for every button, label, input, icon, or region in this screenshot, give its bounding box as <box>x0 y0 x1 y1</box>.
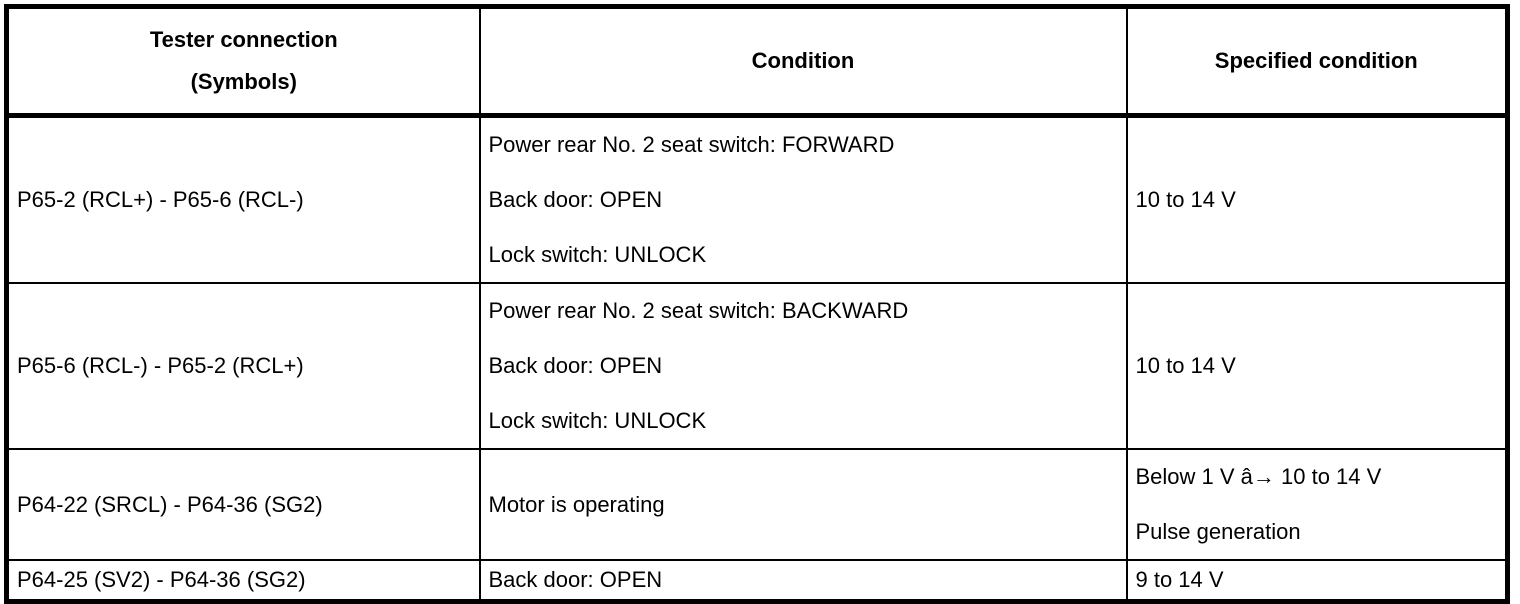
cell-tester-connection: P65-2 (RCL+) - P65-6 (RCL-) <box>6 115 481 284</box>
column-header-line-1: Specified condition <box>1214 48 1418 73</box>
tester-connection-text: P65-6 (RCL-) - P65-2 (RCL+) <box>17 353 304 378</box>
document-page: Tester connection (Symbols) Condition Sp… <box>4 4 1510 604</box>
condition-line: Back door: OPEN <box>488 353 663 378</box>
specified-condition-line: Below 1 V â→ 10 to 14 V <box>1135 464 1382 489</box>
cell-condition: Back door: OPEN <box>479 560 1128 601</box>
cell-tester-connection: P65-6 (RCL-) - P65-2 (RCL+) <box>6 283 481 450</box>
table-row: P64-22 (SRCL) - P64-36 (SG2) Motor is op… <box>6 449 1508 561</box>
condition-line: Back door: OPEN <box>488 187 663 212</box>
cell-specified-condition: 10 to 14 V <box>1126 115 1508 284</box>
cell-tester-connection: P64-25 (SV2) - P64-36 (SG2) <box>6 560 481 601</box>
table-header-row: Tester connection (Symbols) Condition Sp… <box>6 6 1508 118</box>
specified-condition-line: 9 to 14 V <box>1135 566 1224 592</box>
condition-line: Power rear No. 2 seat switch: FORWARD <box>488 132 895 157</box>
condition-line: Back door: OPEN <box>488 566 663 592</box>
column-header-line-1: Condition <box>751 48 855 73</box>
column-header-line-2: (Symbols) <box>190 69 297 94</box>
column-header-condition: Condition <box>479 6 1128 118</box>
tester-connection-text: P64-22 (SRCL) - P64-36 (SG2) <box>17 491 323 517</box>
table-row: P65-6 (RCL-) - P65-2 (RCL+) Power rear N… <box>6 283 1508 450</box>
condition-line: Lock switch: UNLOCK <box>488 408 707 433</box>
column-header-tester-connection: Tester connection (Symbols) <box>6 6 481 118</box>
cell-condition: Power rear No. 2 seat switch: FORWARD Ba… <box>479 115 1128 284</box>
specified-condition-line: Pulse generation <box>1135 519 1301 544</box>
condition-line: Motor is operating <box>488 491 665 517</box>
condition-line: Power rear No. 2 seat switch: BACKWARD <box>488 298 909 323</box>
cell-condition: Power rear No. 2 seat switch: BACKWARD B… <box>479 283 1128 450</box>
tester-connection-text: P64-25 (SV2) - P64-36 (SG2) <box>17 566 306 592</box>
cell-specified-condition: Below 1 V â→ 10 to 14 V Pulse generation <box>1126 449 1508 561</box>
specification-table: Tester connection (Symbols) Condition Sp… <box>4 4 1510 604</box>
specified-condition-line: 10 to 14 V <box>1135 353 1236 378</box>
condition-line: Lock switch: UNLOCK <box>488 242 707 267</box>
column-header-line-1: Tester connection <box>149 27 338 52</box>
specified-condition-line: 10 to 14 V <box>1135 187 1236 212</box>
table-row: P65-2 (RCL+) - P65-6 (RCL-) Power rear N… <box>6 115 1508 284</box>
column-header-specified-condition: Specified condition <box>1126 6 1508 118</box>
cell-specified-condition: 9 to 14 V <box>1127 560 1508 601</box>
tester-connection-text: P65-2 (RCL+) - P65-6 (RCL-) <box>17 187 304 212</box>
cell-specified-condition: 10 to 14 V <box>1126 283 1508 450</box>
cell-tester-connection: P64-22 (SRCL) - P64-36 (SG2) <box>6 449 481 561</box>
table-row: P64-25 (SV2) - P64-36 (SG2) Back door: O… <box>6 560 1508 601</box>
cell-condition: Motor is operating <box>479 449 1128 561</box>
